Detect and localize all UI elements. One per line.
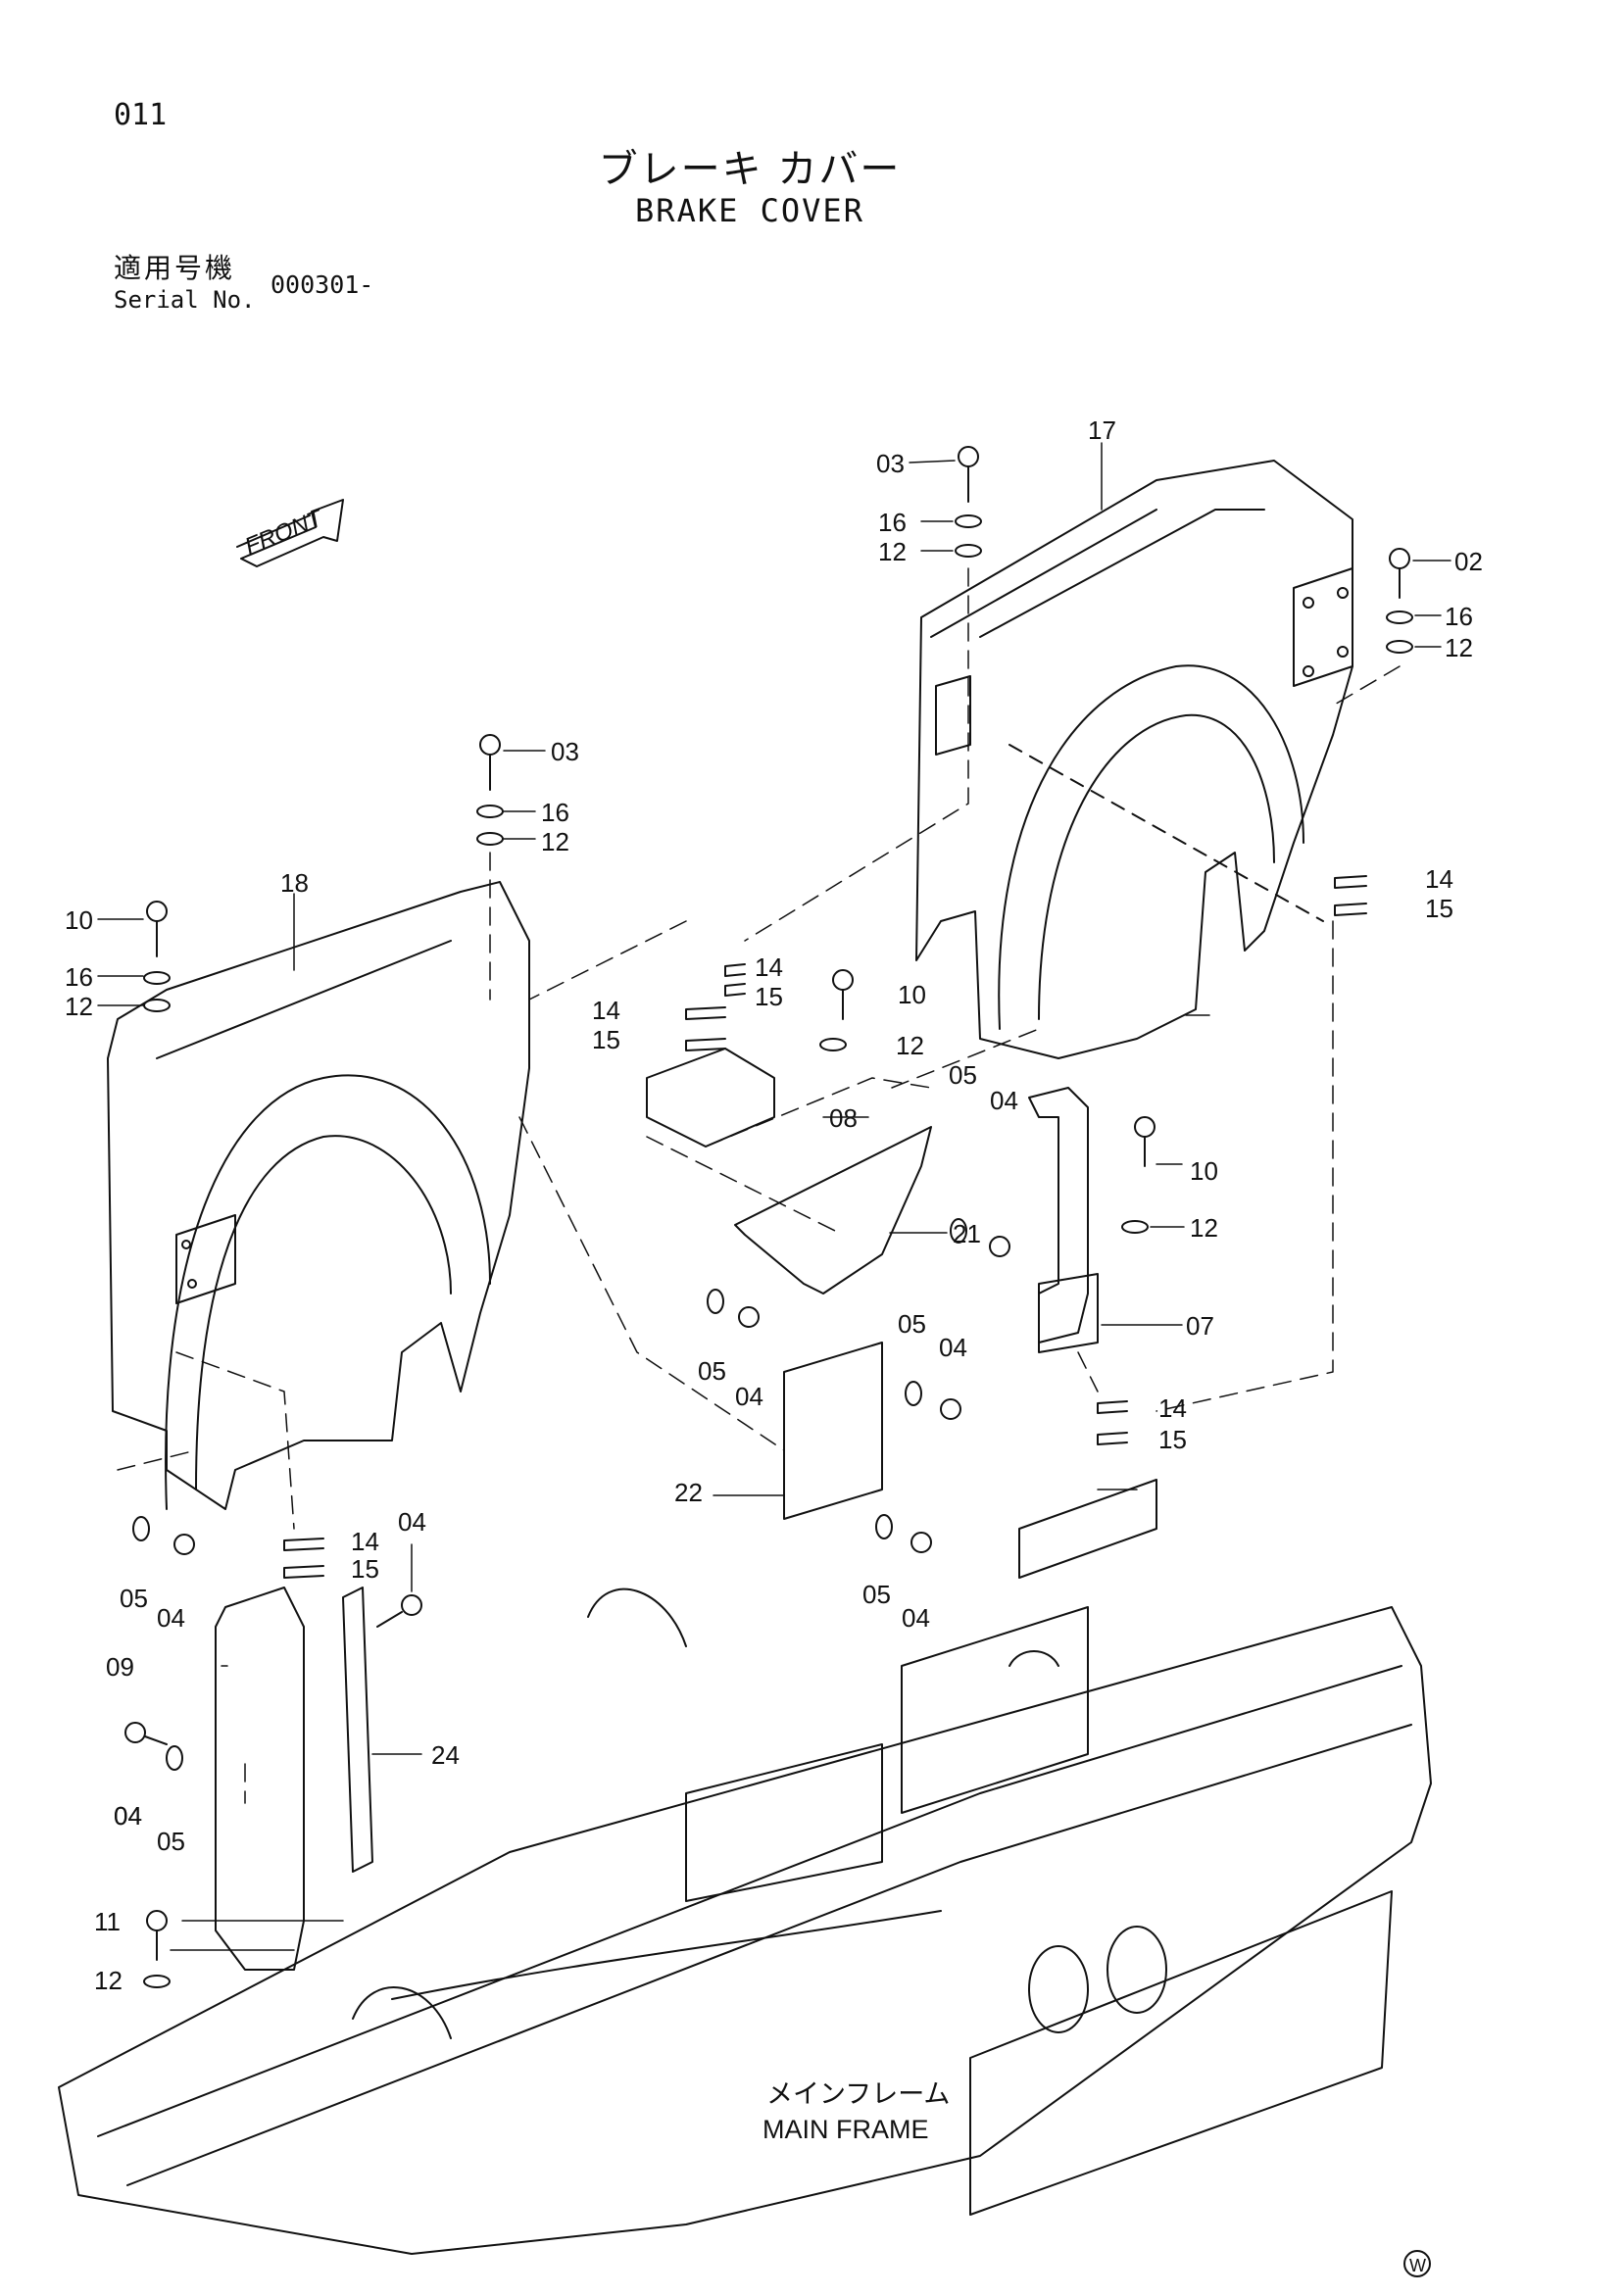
front-arrow: [236, 499, 344, 567]
callout-12: 12: [541, 827, 569, 856]
footer-mark-circle: [1403, 2250, 1431, 2277]
callout-04: 04: [990, 1086, 1018, 1115]
callout-04: 04: [939, 1333, 967, 1362]
callout-21: 21: [953, 1219, 981, 1248]
serial-value: 000301-: [270, 270, 374, 299]
callout-04: 04: [398, 1507, 426, 1537]
construction-lines: [117, 567, 1401, 1804]
bar-24: [342, 1587, 373, 1873]
callout-05: 05: [949, 1060, 977, 1090]
plate-21: [734, 1126, 932, 1295]
callout-05: 05: [898, 1309, 926, 1339]
serial-label-english: Serial No.: [114, 286, 256, 314]
callout-12: 12: [896, 1031, 924, 1060]
callout-14: 14: [592, 996, 620, 1025]
callout-18: 18: [280, 868, 309, 898]
callout-02: 02: [1454, 547, 1483, 576]
callout-15: 15: [755, 982, 783, 1011]
callout-03: 03: [876, 449, 905, 478]
brake-cover-right: [915, 460, 1353, 1059]
bracket-08: [646, 1048, 775, 1148]
callout-05: 05: [120, 1584, 148, 1613]
callout-04: 04: [902, 1603, 930, 1633]
callout-04: 04: [735, 1382, 763, 1411]
plate-22: [783, 1342, 883, 1520]
callout-07: 07: [1186, 1311, 1214, 1341]
callout-04: 04: [157, 1603, 185, 1633]
serial-label-japanese: 適用号機: [114, 252, 236, 284]
leader-lines: [97, 442, 1451, 1951]
title-japanese: ブレーキ カバー: [598, 147, 902, 192]
title-english: BRAKE COVER: [635, 192, 864, 229]
callout-labels: 03 16 12 17 02 16 12 14 15 03 16 12 18 1…: [65, 415, 1483, 1995]
callout-04: 04: [114, 1801, 142, 1831]
callout-15: 15: [592, 1025, 620, 1054]
callout-05: 05: [698, 1356, 726, 1386]
callout-11: 11: [94, 1907, 121, 1936]
main-frame-label-jp: メインフレーム: [766, 2079, 950, 2109]
callout-16: 16: [1445, 602, 1473, 631]
callout-04: 04: [114, 1801, 142, 1831]
callout-05: 05: [862, 1580, 891, 1609]
page-number: 011: [114, 98, 168, 132]
callout-17: 17: [1088, 415, 1116, 445]
bracket-07: [1028, 1087, 1099, 1353]
callout-16: 16: [878, 508, 907, 537]
callout-12: 12: [878, 537, 907, 566]
callout-08: 08: [829, 1103, 858, 1133]
callout-15: 15: [1158, 1425, 1187, 1454]
callout-14: 14: [1425, 864, 1453, 894]
callout-16: 16: [65, 962, 93, 992]
callout-14: 14: [351, 1527, 379, 1556]
fasteners: [124, 446, 1413, 1988]
callout-10: 10: [65, 905, 93, 935]
callout-05: 05: [157, 1827, 185, 1856]
callout-09: 09: [106, 1652, 134, 1682]
stay-09: [215, 1587, 305, 1971]
brake-cover-left: [107, 881, 530, 1510]
callout-15: 15: [1425, 894, 1453, 923]
callout-24: 24: [431, 1740, 460, 1770]
callout-15: 15: [351, 1554, 379, 1584]
main-frame: [58, 1479, 1432, 2255]
callout-12: 12: [1445, 633, 1473, 662]
callout-16: 16: [541, 798, 569, 827]
footer-mark: W: [1409, 2256, 1426, 2275]
callout-14: 14: [1158, 1393, 1187, 1423]
callout-12: 12: [94, 1966, 123, 1995]
main-frame-label-en: MAIN FRAME: [762, 2115, 929, 2144]
callout-14: 14: [755, 953, 783, 982]
callout-03: 03: [551, 737, 579, 766]
callout-10: 10: [1190, 1156, 1218, 1186]
front-label: FRONT: [241, 505, 328, 561]
callout-22: 22: [674, 1478, 703, 1507]
callout-12: 12: [1190, 1213, 1218, 1243]
callout-10: 10: [898, 980, 926, 1009]
callout-12: 12: [65, 992, 93, 1021]
